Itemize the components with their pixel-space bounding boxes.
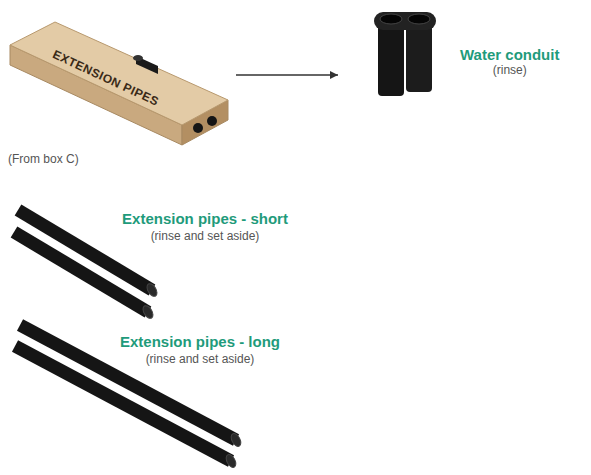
part-name: Extension pipes - short	[122, 210, 288, 227]
cardboard-box: EXTENSION PIPES	[8, 18, 234, 150]
part-name: Water conduit	[460, 46, 559, 63]
conduit-drawing	[342, 6, 462, 98]
instruction: (rinse and set aside)	[151, 229, 260, 243]
water-conduit: Water conduit(rinse)	[342, 6, 563, 98]
instruction: (rinse)	[460, 63, 559, 77]
part-name: Extension pipes - long	[120, 333, 280, 350]
arrow-connector	[236, 71, 338, 79]
instruction: (rinse and set aside)	[146, 352, 255, 366]
source-note: (From box C)	[8, 152, 79, 166]
conduit-caption: Water conduit(rinse)	[460, 46, 559, 77]
